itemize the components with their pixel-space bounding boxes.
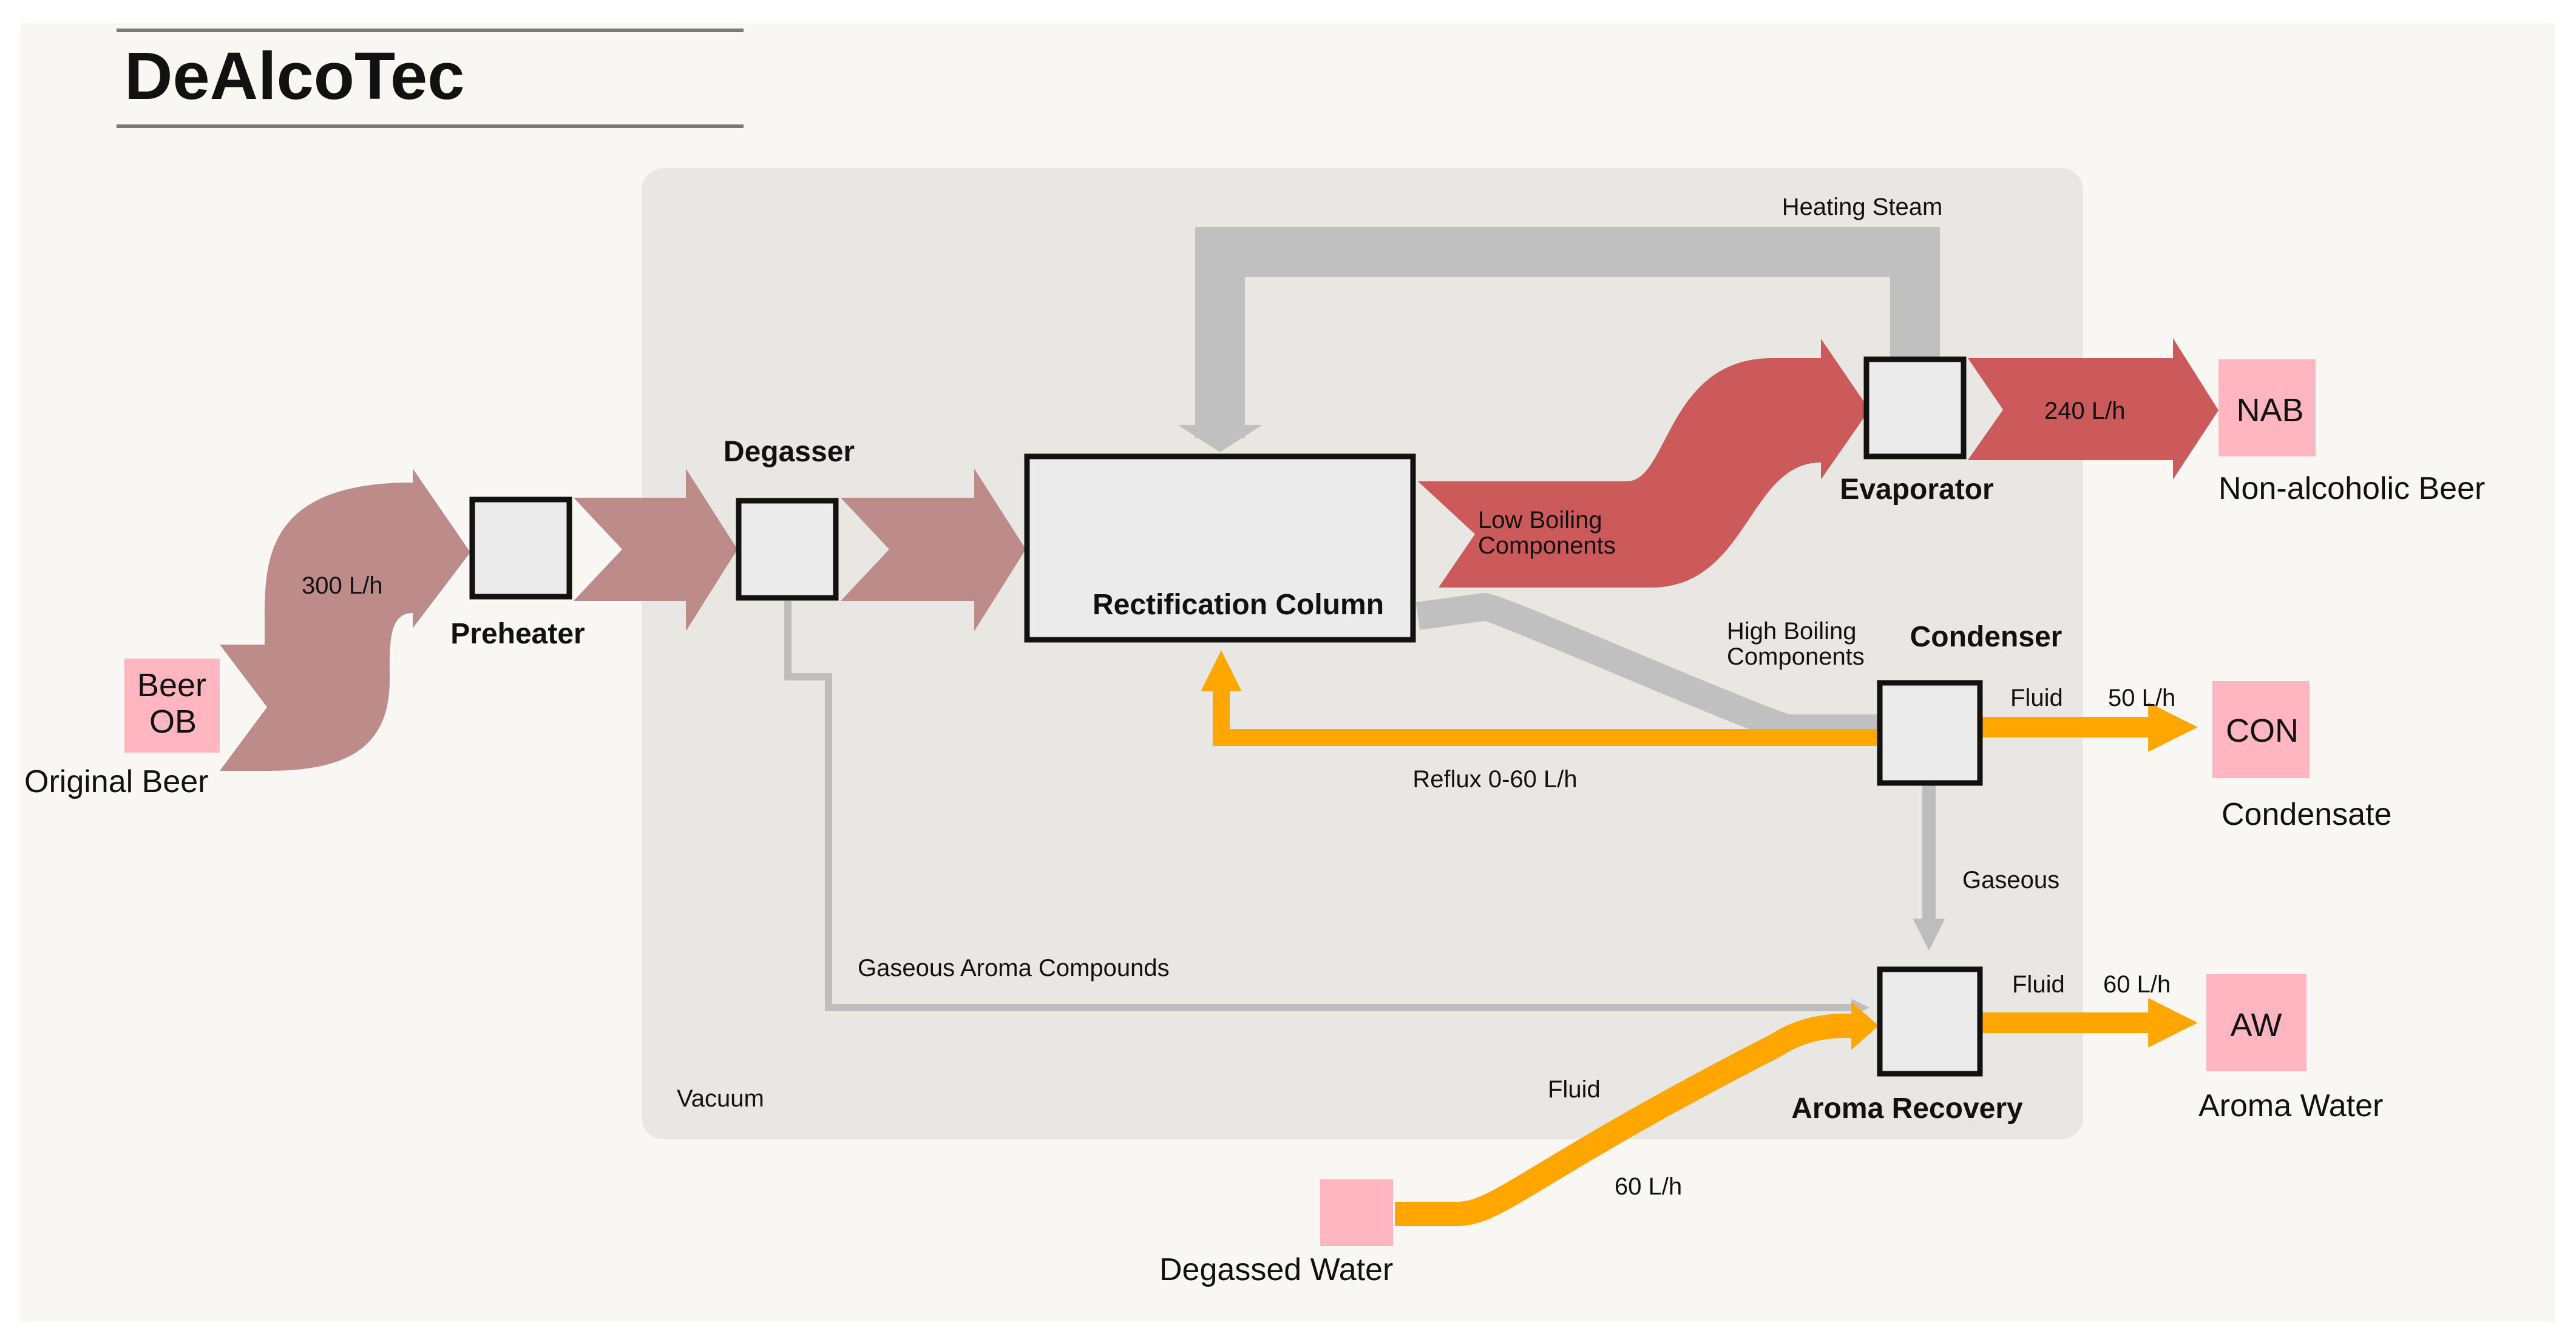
nab-rate-label: 240 L/h — [2044, 398, 2125, 424]
beer-inlet-flow — [220, 469, 470, 771]
terminal-aw-name: Aroma Water — [2198, 1088, 2383, 1123]
nab-outlet-flow — [1968, 338, 2218, 480]
heating-steam-label: Heating Steam — [1782, 194, 1943, 220]
reflux-flow — [1201, 650, 1879, 746]
diagram-title: DeAlcoTec — [124, 39, 464, 114]
inlet-rate-label: 300 L/h — [302, 572, 382, 599]
degassed-water-flow — [1395, 1014, 1860, 1226]
rectification-column-unit — [1024, 453, 1416, 643]
gaseous-aroma-flow — [784, 601, 1869, 1017]
high-boiling-label-line2: Components — [1727, 643, 1865, 670]
rectification-column-label: Rectification Column — [1093, 589, 1384, 621]
low-boiling-label-line2: Components — [1478, 532, 1616, 559]
evaporator-label: Evaporator — [1840, 473, 1993, 506]
water-rate-label: 60 L/h — [1615, 1173, 1682, 1200]
high-boiling-label-line1: High Boiling — [1727, 618, 1856, 645]
terminal-ob — [124, 659, 220, 753]
terminal-dw — [1320, 1179, 1393, 1246]
preheater-label: Preheater — [450, 618, 585, 650]
low-boiling-flow — [1418, 339, 1869, 588]
degassed-water-arrowhead — [1851, 1001, 1879, 1050]
low-boiling-label-line1: Low Boiling — [1478, 507, 1602, 534]
terminal-aw — [2206, 974, 2307, 1071]
condenser-rate-label: 50 L/h — [2108, 685, 2175, 711]
vacuum-region — [642, 168, 2083, 1139]
terminal-nab-name: Non-alcoholic Beer — [2218, 471, 2485, 506]
aroma-recovery-unit — [1877, 966, 1983, 1077]
terminal-con — [2212, 681, 2310, 778]
terminal-con-name: Condensate — [2222, 797, 2391, 832]
gaseous-aroma-label: Gaseous Aroma Compounds — [858, 955, 1170, 981]
heating-steam-loop — [1195, 227, 1940, 438]
preheater-unit — [469, 496, 572, 600]
terminal-con-code: CON — [2226, 713, 2299, 749]
degasser-unit — [736, 498, 839, 601]
condenser-fluid-label: Fluid — [2010, 685, 2063, 711]
aroma-rate-label: 60 L/h — [2103, 971, 2171, 998]
gaseous-label: Gaseous — [1962, 867, 2059, 893]
terminal-ob-code-line2: OB — [149, 703, 197, 740]
high-boiling-flow — [1415, 592, 1879, 742]
terminal-ob-code-line1: Beer — [137, 667, 206, 703]
degasser-label: Degasser — [724, 436, 855, 468]
evaporator-unit — [1863, 356, 1967, 459]
aroma-recovery-label: Aroma Recovery — [1791, 1093, 2023, 1125]
terminal-nab-code: NAB — [2236, 392, 2303, 429]
terminal-ob-name: Original Beer — [24, 764, 208, 799]
terminal-dw-name: Degassed Water — [1159, 1252, 1393, 1287]
terminal-nab — [2218, 359, 2316, 456]
condenser-unit — [1877, 680, 1983, 786]
reflux-label: Reflux 0-60 L/h — [1412, 766, 1577, 793]
aroma-fluid-label: Fluid — [2012, 971, 2065, 998]
heating-steam-arrowhead — [1178, 425, 1263, 452]
terminal-aw-code: AW — [2231, 1007, 2282, 1043]
vacuum-label: Vacuum — [677, 1085, 764, 1112]
preheater-to-degasser-flow — [574, 469, 737, 631]
condenser-label: Condenser — [1910, 621, 2062, 653]
degasser-to-column-flow — [841, 469, 1026, 631]
water-fluid-label: Fluid — [1548, 1076, 1601, 1103]
